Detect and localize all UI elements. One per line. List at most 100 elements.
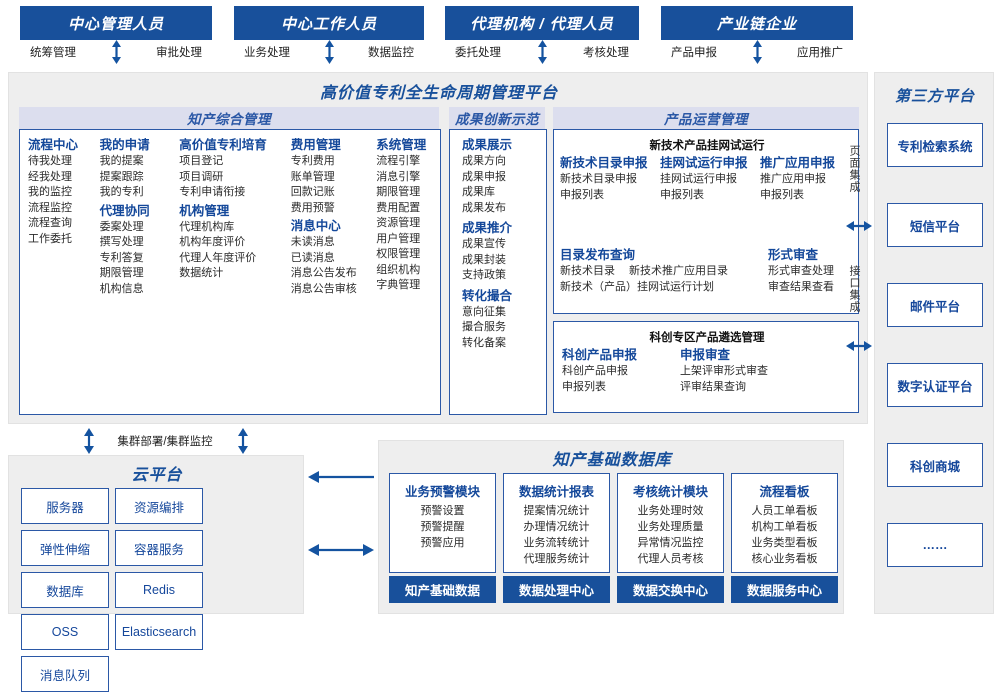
- cloud-tile-0[interactable]: 服务器: [21, 488, 109, 524]
- chengguo-item-0-1[interactable]: 成果申报: [462, 170, 506, 183]
- zhichan-group-title-1-1[interactable]: 代理协同: [99, 203, 150, 218]
- zhichan-item-4-0-1[interactable]: 消息引擎: [376, 170, 421, 183]
- zhichan-item-2-1-3[interactable]: 数据统计: [179, 267, 224, 279]
- chanpin-r1-item-0-0[interactable]: 新技术目录申报: [560, 173, 637, 185]
- zhichan-item-1-1-2[interactable]: 专利答复: [99, 251, 144, 264]
- chanpin-catalog-item-1[interactable]: 新技术推广应用目录: [629, 265, 728, 277]
- zhichan-item-2-1-1[interactable]: 机构年度评价: [179, 236, 246, 248]
- zhichan-item-0-0-1[interactable]: 经我处理: [28, 170, 72, 183]
- db-card-item-0-1[interactable]: 预警提醒: [420, 521, 465, 533]
- third-party-tile-4[interactable]: 科创商城: [887, 443, 983, 487]
- db-card-item-2-1[interactable]: 业务处理质量: [637, 521, 704, 533]
- db-card-footer-2[interactable]: 数据交换中心: [617, 576, 724, 603]
- zhichan-group-title-2-1[interactable]: 机构管理: [179, 203, 230, 218]
- zhichan-item-2-0-2[interactable]: 专利申请衔接: [179, 186, 246, 198]
- db-card-item-3-1[interactable]: 机构工单看板: [751, 521, 818, 533]
- db-card-item-0-0[interactable]: 预警设置: [420, 505, 465, 517]
- third-party-tile-2[interactable]: 邮件平台: [887, 283, 983, 327]
- zhichan-item-0-0-4[interactable]: 流程查询: [28, 217, 72, 229]
- chanpin-r1-title-2[interactable]: 推广应用申报: [760, 156, 836, 170]
- role-box-0[interactable]: 中心管理人员: [20, 6, 212, 40]
- db-card-footer-1[interactable]: 数据处理中心: [503, 576, 610, 603]
- db-card-item-2-3[interactable]: 代理人员考核: [637, 553, 704, 565]
- zhichan-item-3-1-3[interactable]: 消息公告审核: [290, 282, 357, 295]
- chanpin-r1-item-0-1[interactable]: 申报列表: [560, 188, 604, 201]
- db-card-item-1-0[interactable]: 提案情况统计: [523, 505, 590, 517]
- chanpin-catalog-item-0[interactable]: 新技术目录: [560, 265, 615, 277]
- zhichan-item-0-0-0[interactable]: 待我处理: [28, 155, 72, 167]
- cloud-tile-2[interactable]: 弹性伸缩: [21, 530, 109, 566]
- cloud-tile-3[interactable]: 容器服务: [115, 530, 203, 566]
- zhichan-item-4-0-8[interactable]: 字典管理: [376, 279, 421, 291]
- zhichan-item-1-1-4[interactable]: 机构信息: [99, 282, 144, 295]
- chanpin-r1-item-1-1[interactable]: 申报列表: [660, 188, 704, 201]
- zhichan-item-0-0-3[interactable]: 流程监控: [28, 201, 72, 214]
- chanpin-b2-item-1-1[interactable]: 评审结果查询: [680, 380, 746, 393]
- chanpin-r1-item-1-0[interactable]: 挂网试运行申报: [660, 173, 737, 185]
- zhichan-item-3-0-3[interactable]: 费用预警: [290, 201, 335, 214]
- zhichan-item-3-0-1[interactable]: 账单管理: [290, 170, 335, 183]
- zhichan-group-title-4-0[interactable]: 系统管理: [376, 138, 427, 152]
- chanpin-r1-item-2-1[interactable]: 申报列表: [760, 188, 804, 201]
- zhichan-group-title-3-0[interactable]: 费用管理: [290, 138, 341, 152]
- role-box-3[interactable]: 产业链企业: [661, 6, 853, 40]
- third-party-tile-1[interactable]: 短信平台: [887, 203, 983, 247]
- chengguo-group-title-2[interactable]: 转化撮合: [462, 288, 513, 303]
- zhichan-group-title-0-0[interactable]: 流程中心: [28, 138, 79, 152]
- zhichan-group-title-1-0[interactable]: 我的申请: [99, 138, 150, 152]
- cloud-tile-7[interactable]: Elasticsearch: [115, 614, 203, 650]
- zhichan-item-1-1-1[interactable]: 撰写处理: [99, 236, 144, 248]
- chanpin-formal-review-title[interactable]: 形式审查: [768, 248, 819, 262]
- chanpin-b2-title-1[interactable]: 申报审查: [680, 348, 731, 362]
- zhichan-item-2-1-0[interactable]: 代理机构库: [179, 220, 235, 233]
- zhichan-item-4-0-5[interactable]: 用户管理: [376, 232, 421, 245]
- db-card-item-3-0[interactable]: 人员工单看板: [751, 505, 818, 517]
- db-card-item-3-3[interactable]: 核心业务看板: [751, 553, 818, 565]
- db-card-item-2-2[interactable]: 异常情况监控: [637, 537, 704, 549]
- db-card-item-3-2[interactable]: 业务类型看板: [751, 537, 818, 549]
- db-card-item-1-3[interactable]: 代理服务统计: [523, 553, 590, 565]
- chanpin-catalog-item-2[interactable]: 新技术（产品）挂网试运行计划: [560, 280, 714, 293]
- zhichan-group-title-2-0[interactable]: 高价值专利培育: [179, 138, 267, 152]
- zhichan-item-4-0-6[interactable]: 权限管理: [376, 248, 421, 260]
- chengguo-item-0-3[interactable]: 成果发布: [462, 201, 506, 214]
- zhichan-item-2-0-1[interactable]: 项目调研: [179, 170, 224, 183]
- chengguo-item-2-1[interactable]: 撮合服务: [462, 321, 506, 333]
- chengguo-group-title-1[interactable]: 成果推介: [462, 221, 513, 235]
- chanpin-formal-review-item-1[interactable]: 审查结果查看: [768, 280, 834, 293]
- zhichan-item-4-0-7[interactable]: 组织机构: [376, 263, 421, 276]
- chengguo-item-1-2[interactable]: 支持政策: [462, 269, 506, 281]
- zhichan-item-3-0-0[interactable]: 专利费用: [290, 155, 335, 167]
- third-party-tile-3[interactable]: 数字认证平台: [887, 363, 983, 407]
- zhichan-item-4-0-2[interactable]: 期限管理: [376, 186, 421, 198]
- zhichan-item-4-0-4[interactable]: 资源管理: [376, 217, 421, 229]
- zhichan-item-1-0-2[interactable]: 我的专利: [99, 186, 144, 198]
- role-box-2[interactable]: 代理机构 / 代理人员: [445, 6, 639, 40]
- zhichan-item-4-0-0[interactable]: 流程引擎: [376, 155, 421, 167]
- zhichan-item-3-1-1[interactable]: 已读消息: [290, 251, 335, 264]
- chanpin-b2-item-0-0[interactable]: 科创产品申报: [562, 365, 628, 377]
- chengguo-item-1-1[interactable]: 成果封装: [462, 253, 506, 266]
- chanpin-r1-title-1[interactable]: 挂网试运行申报: [660, 156, 748, 170]
- zhichan-item-1-0-0[interactable]: 我的提案: [99, 155, 144, 167]
- chengguo-item-2-2[interactable]: 转化备案: [462, 336, 506, 349]
- zhichan-item-3-1-0[interactable]: 未读消息: [290, 236, 335, 248]
- zhichan-item-2-1-2[interactable]: 代理人年度评价: [179, 251, 257, 264]
- chanpin-b2-title-0[interactable]: 科创产品申报: [562, 348, 638, 362]
- zhichan-item-3-1-2[interactable]: 消息公告发布: [290, 267, 357, 279]
- db-card-item-0-2[interactable]: 预警应用: [420, 537, 465, 549]
- chengguo-item-1-0[interactable]: 成果宣传: [462, 238, 506, 250]
- chanpin-r1-item-2-0[interactable]: 推广应用申报: [760, 173, 826, 185]
- cloud-tile-5[interactable]: Redis: [115, 572, 203, 608]
- db-card-item-1-1[interactable]: 办理情况统计: [523, 521, 590, 533]
- zhichan-item-0-0-2[interactable]: 我的监控: [28, 186, 72, 198]
- zhichan-item-2-0-0[interactable]: 项目登记: [179, 155, 224, 167]
- chanpin-b2-item-0-1[interactable]: 申报列表: [562, 380, 606, 393]
- db-card-footer-3[interactable]: 数据服务中心: [731, 576, 838, 603]
- chanpin-catalog-title[interactable]: 目录发布查询: [560, 248, 636, 262]
- third-party-tile-5[interactable]: ……: [887, 523, 983, 567]
- chengguo-item-0-0[interactable]: 成果方向: [462, 155, 506, 167]
- cloud-tile-4[interactable]: 数据库: [21, 572, 109, 608]
- chengguo-group-title-0[interactable]: 成果展示: [462, 138, 513, 152]
- chanpin-b2-item-1-0[interactable]: 上架评审形式审查: [680, 365, 768, 377]
